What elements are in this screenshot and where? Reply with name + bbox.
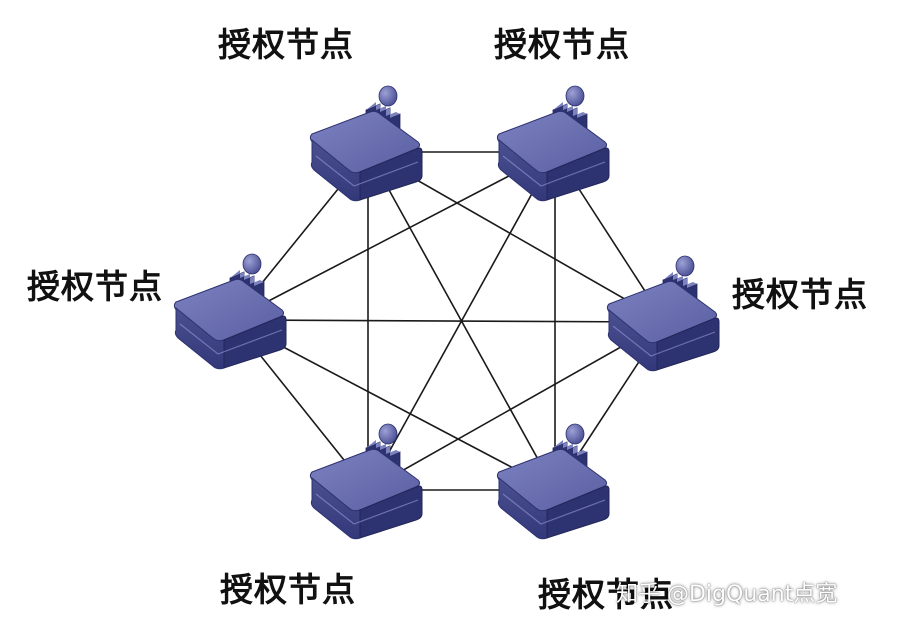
node-label-middle-left: 授权节点 [27, 267, 163, 306]
computer-workstation-icon-bottom-right [496, 423, 610, 540]
connection-middle-right-bottom-left [367, 321, 666, 491]
node-label-bottom-right: 授权节点 [538, 575, 674, 614]
computer-workstation-icon-top-right [496, 85, 610, 202]
computer-workstation-icon-middle-right [606, 255, 720, 372]
watermark: 知乎 @DigQuant点宽 [616, 582, 838, 607]
computer-workstation-icon-top-left [309, 85, 423, 202]
node-label-top-left: 授权节点 [218, 25, 354, 64]
connection-top-right-middle-left [231, 151, 556, 321]
node-label-top-right: 授权节点 [494, 25, 630, 64]
connection-middle-left-bottom-right [231, 319, 556, 491]
node-label-bottom-left: 授权节点 [220, 570, 356, 609]
computer-workstation-icon-bottom-left [309, 423, 423, 540]
connection-lines [231, 151, 666, 491]
computer-workstation-icon-middle-left [173, 253, 287, 370]
nodes [173, 85, 720, 540]
node-label-middle-right: 授权节点 [732, 275, 868, 314]
connection-middle-left-middle-right [231, 319, 666, 323]
